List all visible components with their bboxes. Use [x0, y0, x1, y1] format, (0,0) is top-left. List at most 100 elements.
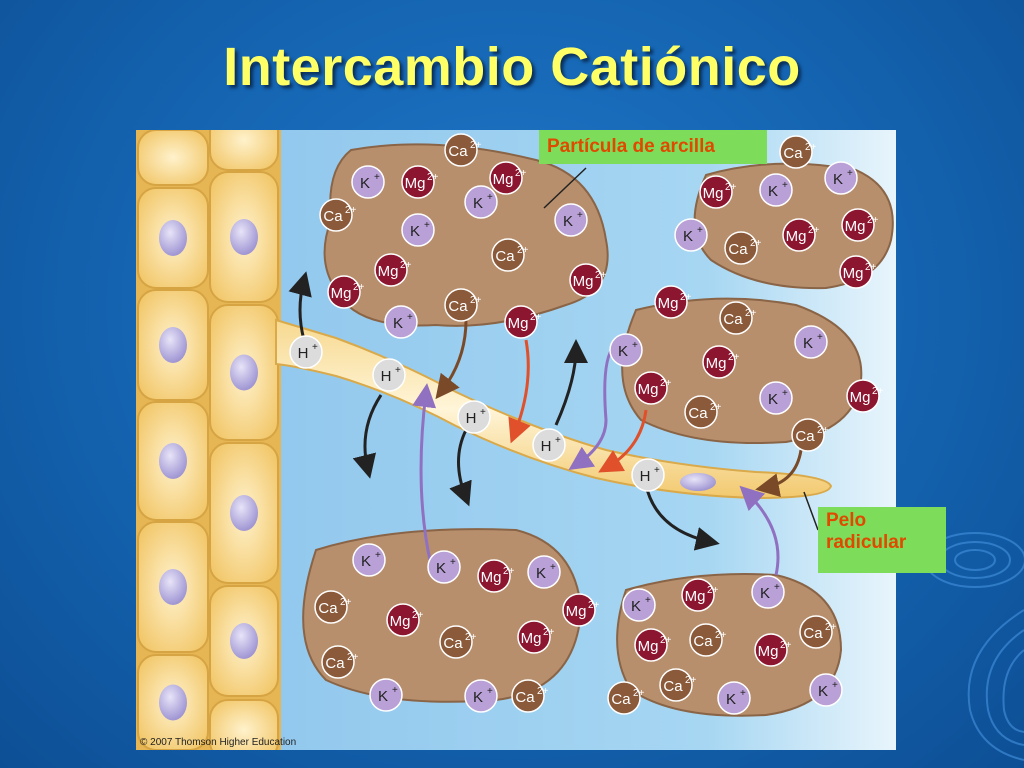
ion-symbol: K	[536, 565, 546, 582]
ion-symbol: Ca	[795, 428, 815, 445]
ion-symbol: H	[541, 438, 552, 455]
k-ion: K+	[622, 588, 656, 622]
ion-symbol: Mg	[703, 185, 724, 202]
ion-symbol: H	[381, 368, 392, 385]
ion-charge: 2+	[465, 632, 477, 643]
ion-charge: 2+	[865, 262, 877, 273]
clay-particle-label-text: Partícula de arcilla	[547, 136, 715, 157]
ion-symbol: Ca	[325, 655, 345, 672]
ion-charge: +	[487, 686, 493, 697]
k-ion: K+	[527, 555, 561, 589]
ion-charge: 2+	[745, 308, 757, 319]
h-ion: H+	[532, 428, 566, 462]
ion-symbol: Ca	[803, 625, 823, 642]
k-ion: K+	[401, 213, 435, 247]
ion-symbol: Mg	[758, 643, 779, 660]
ion-charge: +	[832, 680, 838, 691]
ion-charge: 2+	[595, 270, 607, 281]
ion-charge: 2+	[808, 225, 820, 236]
ion-symbol: Ca	[448, 298, 468, 315]
ion-symbol: Mg	[481, 569, 502, 586]
ion-symbol: K	[726, 691, 736, 708]
slide-title: Intercambio Catiónico	[223, 37, 801, 97]
root-cell	[137, 130, 209, 186]
ion-charge: 2+	[715, 630, 727, 641]
ion-charge: 2+	[725, 182, 737, 193]
ion-movement-arrow	[449, 429, 472, 507]
cell-nucleus	[230, 623, 258, 659]
root-hair-label-pointer	[803, 491, 819, 531]
ion-charge: 2+	[347, 652, 359, 663]
ion-symbol: K	[833, 171, 843, 188]
ion-symbol: Mg	[638, 381, 659, 398]
ion-movement-arrow	[598, 409, 648, 473]
ion-symbol: Mg	[566, 603, 587, 620]
k-ion: K+	[369, 678, 403, 712]
ion-charge: 2+	[503, 566, 515, 577]
ion-charge: +	[782, 388, 788, 399]
h-ion: H+	[372, 358, 406, 392]
ion-symbol: K	[360, 175, 370, 192]
k-ion: K+	[717, 681, 751, 715]
h-ion: H+	[289, 335, 323, 369]
root-hair-label-line2: radicular	[826, 532, 907, 553]
ion-charge: 2+	[400, 260, 412, 271]
ion-symbol: Mg	[378, 263, 399, 280]
cell-nucleus	[230, 219, 258, 255]
ion-charge: +	[782, 180, 788, 191]
ion-charge: 2+	[780, 640, 792, 651]
ion-symbol: Ca	[443, 635, 463, 652]
ion-symbol: K	[760, 585, 770, 602]
ion-charge: +	[480, 407, 486, 418]
ion-symbol: H	[466, 410, 477, 427]
ion-symbol: Ca	[723, 311, 743, 328]
k-ion: K+	[809, 673, 843, 707]
ion-charge: 2+	[825, 622, 837, 633]
copyright-notice: © 2007 Thomson Higher Education	[140, 737, 297, 748]
ion-charge: +	[550, 562, 556, 573]
ion-charge: +	[555, 435, 561, 446]
ion-symbol: K	[378, 688, 388, 705]
h-ion: H+	[631, 458, 665, 492]
ion-symbol: Mg	[390, 613, 411, 630]
ion-movement-arrow	[352, 394, 383, 479]
ion-charge: +	[407, 312, 413, 323]
cell-nucleus	[230, 354, 258, 391]
ion-symbol: Mg	[331, 285, 352, 302]
ion-charge: 2+	[680, 292, 692, 303]
cell-nucleus	[159, 443, 187, 479]
ion-charge: 2+	[353, 282, 365, 293]
ion-charge: 2+	[685, 675, 697, 686]
ion-symbol: Mg	[706, 355, 727, 372]
ion-charge: +	[847, 168, 853, 179]
ion-symbol: Mg	[508, 315, 529, 332]
ion-symbol: Mg	[786, 228, 807, 245]
ion-symbol: Ca	[515, 689, 535, 706]
ion-symbol: K	[436, 560, 446, 577]
ion-symbol: K	[618, 343, 628, 360]
ion-symbol: K	[410, 223, 420, 240]
